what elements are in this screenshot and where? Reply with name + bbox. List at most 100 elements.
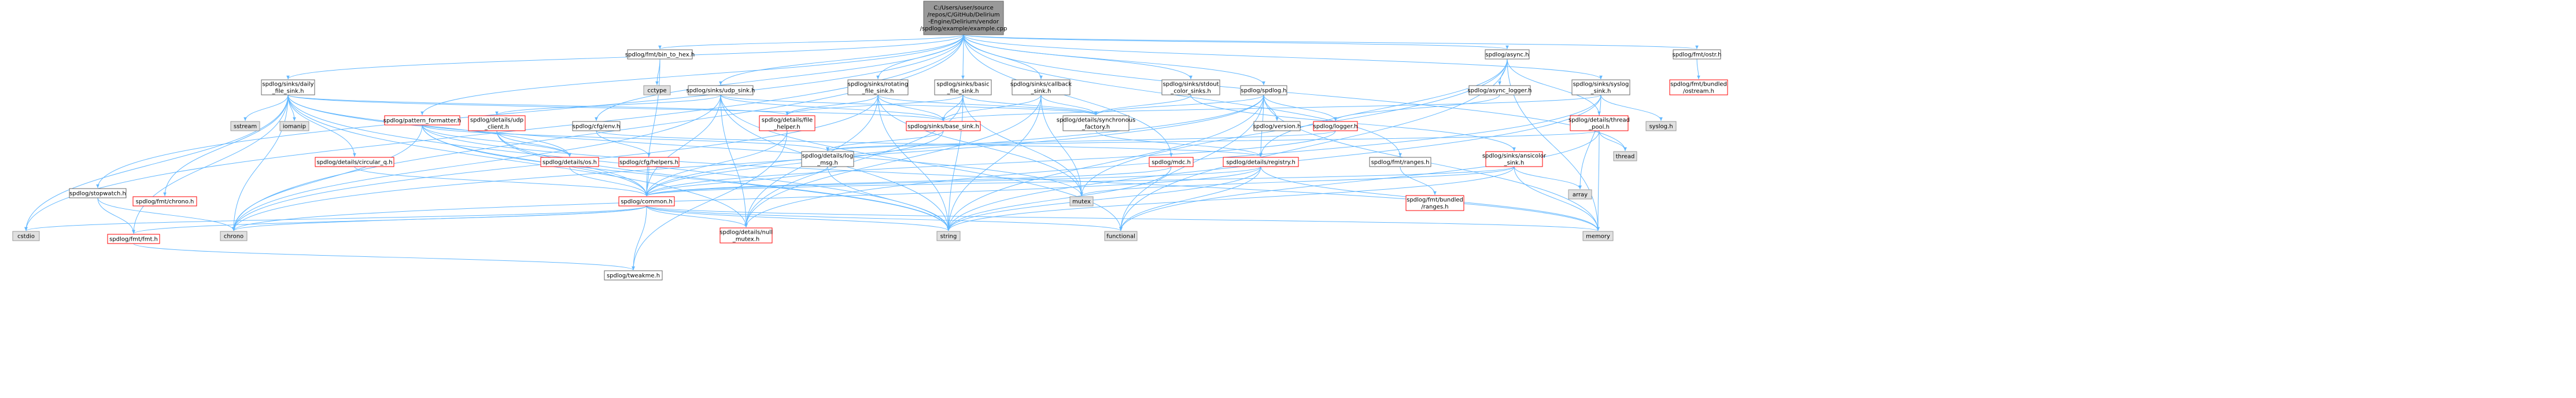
node-array[interactable]: array [1568,189,1592,200]
node-circular-q[interactable]: spdlog/details/circular_q.h [315,157,394,167]
node-os-h[interactable]: spdlog/details/os.h [540,157,599,167]
node-box [572,121,621,131]
edge-udp_sink-to-null_mutex [720,94,748,228]
node-box [1673,49,1721,60]
node-box [1253,121,1301,131]
edge-thread_pool-to-log_msg [826,130,1600,152]
edge-spdlog_h-to-string [947,94,1264,231]
node-sstream[interactable]: sstream [230,121,260,131]
node-box [604,270,663,281]
edge-thread_pool-to-thread [1599,130,1627,152]
node-log-msg[interactable]: spdlog/details/log_msg.h [801,151,854,167]
node-box [1012,79,1071,95]
node-sync-factory[interactable]: spdlog/details/synchronous_factory.h [1057,115,1136,131]
node-label: spdlog/sinks/ansicolor [1482,153,1547,160]
node-bundled-ostream[interactable]: spdlog/fmt/bundled/ostream.h [1669,79,1728,95]
dependency-edges [24,34,1700,271]
node-box [1104,231,1138,241]
edge-root-to-syslog_sink [963,34,1603,80]
node-stdout-color[interactable]: spdlog/sinks/stdout_color_sinks.h [1161,79,1220,95]
node-tweakme[interactable]: spdlog/tweakme.h [604,270,663,281]
node-bundled-ranges[interactable]: spdlog/fmt/bundled/ranges.h [1405,195,1464,211]
node-callback[interactable]: spdlog/sinks/callback_sink.h [1010,79,1072,95]
node-fmt-chrono[interactable]: spdlog/fmt/chrono.h [132,196,197,207]
edge-root-to-chrono [232,34,964,231]
edge-daily-to-circular_q [287,94,356,157]
node-box [936,231,961,241]
node-label: spdlog/stopwatch.h [69,191,126,197]
edge-common-to-functional [646,205,1123,231]
node-base-sink[interactable]: spdlog/sinks/base_sink.h [906,121,981,131]
node-ostr[interactable]: spdlog/fmt/ostr.h [1672,49,1722,60]
node-ranges[interactable]: spdlog/fmt/ranges.h [1369,157,1431,167]
node-string[interactable]: string [936,231,961,241]
edge-fmt_h-to-tweakme [133,243,635,271]
edge-log_msg-to-common [645,166,828,197]
node-mdc[interactable]: spdlog/mdc.h [1149,157,1194,167]
node-async[interactable]: spdlog/async.h [1485,49,1530,60]
edge-udp_sink-to-chrono [232,94,721,231]
edge-sync_factory-to-registry [1095,130,1263,157]
edge-ansicolor-to-common [645,166,1515,197]
node-label: spdlog/sinks/rotating [848,82,909,88]
node-cctype[interactable]: cctype [643,85,671,95]
node-pattern-formatter[interactable]: spdlog/pattern_formatter.h [383,115,461,126]
node-thread-pool[interactable]: spdlog/details/thread_pool.h [1569,115,1630,131]
node-async-logger[interactable]: spdlog/async_logger.h [1467,85,1532,95]
node-spdlog-h[interactable]: spdlog/spdlog.h [1240,85,1287,95]
node-basic-file[interactable]: spdlog/sinks/basic_file_sink.h [934,79,992,95]
node-thread[interactable]: thread [1613,151,1637,161]
node-label: _factory.h [1082,124,1110,131]
node-udp-client[interactable]: spdlog/details/udp_client.h [468,115,526,131]
node-functional[interactable]: functional [1104,231,1138,241]
edge-bin_to_hex-to-common [645,58,660,197]
node-label: array [1573,192,1588,198]
edge-ansicolor-to-memory [1514,166,1600,231]
node-syslog-sink[interactable]: spdlog/sinks/syslog_sink.h [1571,79,1630,95]
node-memory[interactable]: memory [1582,231,1614,241]
node-chrono[interactable]: chrono [220,231,248,241]
edge-common-to-null_mutex [646,205,748,228]
node-null-mutex[interactable]: spdlog/details/null_mutex.h [719,227,773,244]
node-box [1161,79,1220,95]
node-label: spdlog/version.h [1253,124,1301,130]
node-udp-sink[interactable]: spdlog/sinks/udp_sink.h [687,85,755,95]
node-ansicolor[interactable]: spdlog/sinks/ansicolor_sink.h [1482,151,1547,167]
node-rotating[interactable]: spdlog/sinks/rotating_file_sink.h [847,79,909,95]
node-box [1405,195,1464,211]
node-box [540,157,599,167]
edge-file_helper-to-tweakme [632,130,788,271]
node-label: _pool.h [1588,124,1610,131]
node-cstdio[interactable]: cstdio [12,231,40,241]
node-cfg-env[interactable]: spdlog/cfg/env.h [572,121,621,131]
node-fmt-h[interactable]: spdlog/fmt/fmt.h [107,234,160,244]
node-daily[interactable]: spdlog/sinks/daily_file_sink.h [261,79,315,95]
node-common[interactable]: spdlog/common.h [618,196,675,207]
node-box [1568,189,1592,200]
edge-log_msg-to-string [827,166,950,231]
node-file-helper[interactable]: spdlog/details/file_helper.h [759,115,815,131]
node-version[interactable]: spdlog/version.h [1253,121,1301,131]
node-bin-to-hex[interactable]: spdlog/fmt/bin_to_hex.h [625,49,695,60]
node-label: spdlog/sinks/udp_sink.h [687,88,755,94]
node-box [1223,157,1299,167]
node-label: spdlog/details/circular_q.h [316,160,392,166]
edge-common-to-cstdio [24,205,647,231]
node-label: cctype [647,88,666,94]
node-helpers[interactable]: spdlog/cfg/helpers.h [618,157,680,167]
node-mutex[interactable]: mutex [1069,196,1094,207]
edge-udp_sink-to-sync_factory [720,94,1098,116]
node-box [643,85,671,95]
node-box [1613,151,1637,161]
node-iomanip[interactable]: iomanip [279,121,309,131]
node-root[interactable]: C:/Users/user/source/repos/C/GitHub/Deli… [920,1,1007,35]
edge-base_sink-to-log_msg [826,130,944,152]
node-registry[interactable]: spdlog/details/registry.h [1223,157,1299,167]
node-stopwatch[interactable]: spdlog/stopwatch.h [69,188,127,198]
node-box [627,49,693,60]
node-logger[interactable]: spdlog/logger.h [1313,121,1358,131]
node-syslog[interactable]: syslog.h [1645,121,1677,131]
edge-ranges-to-bundled_ranges [1400,166,1437,196]
node-label: spdlog/sinks/syslog [1573,82,1629,88]
edge-cfg_env-to-registry [596,130,1263,157]
